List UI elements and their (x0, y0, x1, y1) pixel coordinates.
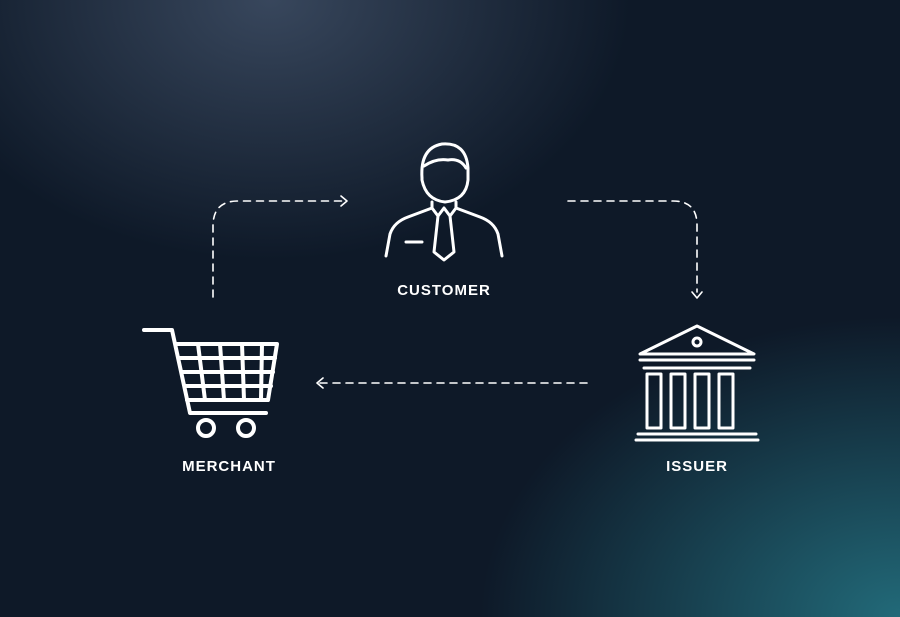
arrowhead-customer (340, 195, 348, 207)
merchant-label: MERCHANT (182, 458, 276, 475)
arrowhead-merchant (316, 377, 324, 389)
person-icon (384, 142, 504, 262)
shopping-cart-icon (142, 328, 279, 438)
arrow-merchant-to-customer (212, 200, 343, 298)
customer-label: CUSTOMER (397, 282, 491, 299)
arrow-customer-to-issuer (567, 200, 698, 293)
arrowhead-issuer (691, 291, 703, 299)
issuer-label: ISSUER (666, 458, 728, 475)
bank-icon (634, 324, 760, 442)
